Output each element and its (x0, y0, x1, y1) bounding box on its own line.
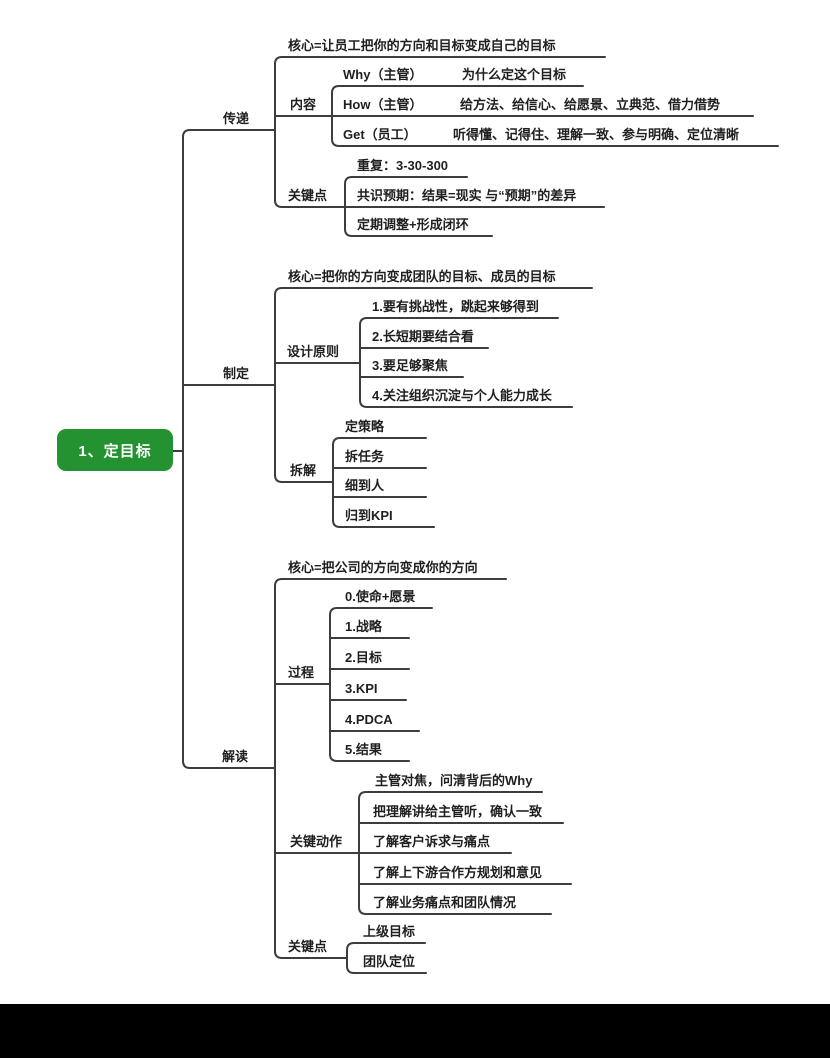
connector-line (332, 437, 341, 528)
subtopic[interactable]: 定策略 (345, 419, 385, 434)
subtopic[interactable]: 过程 (288, 665, 315, 680)
subtopic[interactable]: 重复：3-30-300 (357, 158, 449, 173)
subtopic[interactable]: 4.PDCA (345, 712, 393, 727)
subtopic[interactable]: Get（员工） (343, 127, 417, 142)
subtopic[interactable]: 4.关注组织沉淀与个人能力成长 (372, 388, 552, 403)
subtopic[interactable]: 核心=把你的方向变成团队的目标、成员的目标 (288, 269, 556, 284)
subtopic[interactable]: 1.要有挑战性，跳起来够得到 (372, 299, 539, 314)
subtopic[interactable]: 归到KPI (345, 508, 393, 523)
subtopic[interactable]: 2.长短期要结合看 (372, 329, 474, 344)
branch-topic[interactable]: 解读 (222, 749, 249, 764)
subtopic[interactable]: 拆解 (290, 463, 317, 478)
subtopic[interactable]: 内容 (290, 97, 317, 112)
subtopic[interactable]: 拆任务 (345, 449, 385, 464)
subtopic[interactable]: 团队定位 (363, 954, 416, 969)
footer-bar (0, 1004, 830, 1058)
subtopic-desc[interactable]: 为什么定这个目标 (462, 67, 567, 82)
subtopic[interactable]: 2.目标 (345, 650, 382, 665)
subtopic[interactable]: 了解客户诉求与痛点 (373, 834, 491, 849)
connector-line (182, 129, 191, 769)
branch-topic[interactable]: 制定 (223, 366, 250, 381)
subtopic[interactable]: 共识预期：结果=现实 与“预期”的差异 (357, 188, 577, 203)
connector-line (329, 607, 338, 762)
branch-topic[interactable]: 传递 (223, 111, 250, 126)
subtopic[interactable]: 上级目标 (363, 924, 416, 939)
connector-line (346, 942, 355, 974)
subtopic[interactable]: 细到人 (345, 478, 385, 493)
subtopic[interactable]: 5.结果 (345, 742, 382, 757)
subtopic-desc[interactable]: 听得懂、记得住、理解一致、参与明确、定位清晰 (453, 127, 740, 142)
subtopic[interactable]: How（主管） (343, 97, 423, 112)
subtopic[interactable]: Why（主管） (343, 67, 423, 82)
subtopic[interactable]: 关键点 (288, 188, 328, 203)
subtopic[interactable]: 关键动作 (290, 834, 343, 849)
subtopic[interactable]: 3.KPI (345, 681, 378, 696)
connector-line (274, 56, 283, 208)
subtopic[interactable]: 把理解讲给主管听，确认一致 (373, 804, 543, 819)
subtopic[interactable]: 1.战略 (345, 619, 382, 634)
connector-line (274, 578, 283, 959)
subtopic[interactable]: 定期调整+形成闭环 (357, 217, 469, 232)
subtopic[interactable]: 主管对焦，问清背后的Why (375, 773, 533, 788)
subtopic[interactable]: 了解上下游合作方规划和意见 (373, 865, 543, 880)
subtopic[interactable]: 了解业务痛点和团队情况 (373, 895, 517, 910)
root-topic[interactable]: 1、定目标 (57, 429, 173, 471)
subtopic[interactable]: 核心=让员工把你的方向和目标变成自己的目标 (288, 38, 556, 53)
subtopic[interactable]: 0.使命+愿景 (345, 589, 416, 604)
subtopic[interactable]: 核心=把公司的方向变成你的方向 (288, 560, 478, 575)
subtopic[interactable]: 3.要足够聚焦 (372, 358, 448, 373)
subtopic-desc[interactable]: 给方法、给信心、给愿景、立典范、借力借势 (460, 97, 721, 112)
connector-line (359, 317, 368, 408)
subtopic[interactable]: 设计原则 (287, 344, 340, 359)
subtopic[interactable]: 关键点 (288, 939, 328, 954)
connector-line (274, 287, 283, 483)
